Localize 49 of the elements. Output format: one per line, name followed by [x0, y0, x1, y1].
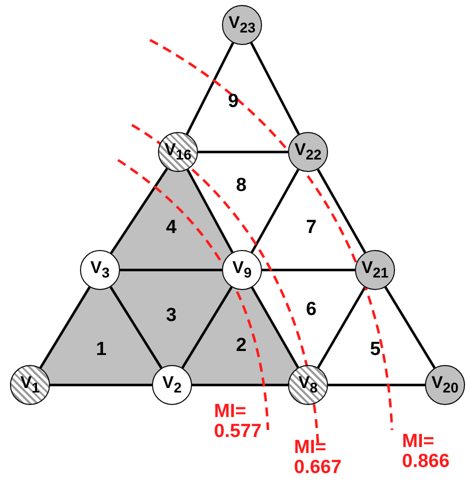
mesh-edge — [328, 384, 425, 386]
vertex-circle — [158, 132, 198, 172]
triangle-number: 3 — [166, 306, 177, 326]
triangle-number: 4 — [166, 218, 177, 238]
vertex-circle — [425, 365, 465, 405]
triangle-number: 5 — [370, 340, 381, 360]
mesh-edge — [110, 168, 168, 254]
mesh-edge — [181, 286, 233, 369]
vertex-label: V$_{9}$ — [232, 258, 252, 282]
mesh-edge — [262, 268, 355, 272]
vertex-circle — [288, 132, 328, 172]
vertex-circle — [10, 365, 50, 405]
mesh-edge — [186, 168, 234, 254]
vertex-label: V$_{23}$ — [228, 13, 256, 37]
mesh-edge — [316, 286, 366, 368]
vertex-label: V$_{22}$ — [294, 140, 322, 164]
mesh-edge — [110, 286, 162, 369]
triangle-number: 7 — [306, 218, 317, 238]
mesh-edge — [384, 286, 436, 369]
mesh-edge — [120, 268, 222, 272]
mesh-edge — [250, 286, 300, 368]
vertex-label: V$_{3}$ — [90, 258, 110, 282]
vertex-label: V$_{21}$ — [361, 258, 389, 282]
vertex-circle — [80, 250, 120, 290]
mesh-edge — [250, 42, 300, 135]
mesh-edge — [198, 150, 288, 154]
vertex-label: V$_{1}$ — [20, 373, 40, 397]
triangle-number: 8 — [236, 176, 247, 196]
vertex-label: V$_{16}$ — [164, 140, 192, 164]
vertex-label: V$_{2}$ — [162, 373, 182, 397]
value-label: MI= 0.577 — [214, 402, 263, 442]
vertex-circle — [288, 365, 328, 405]
vertex-label: V$_{20}$ — [431, 373, 459, 397]
triangle-number: 6 — [306, 300, 317, 320]
value-label: MI= 0.866 — [402, 432, 451, 472]
mesh-edge — [39, 286, 91, 369]
mesh-edge — [50, 384, 152, 386]
vertex-label: V$_{8}$ — [298, 373, 318, 397]
triangle-number: 1 — [96, 340, 107, 360]
mesh-edge — [186, 42, 234, 135]
vertex-circle — [355, 250, 395, 290]
mesh-edge — [192, 384, 288, 386]
triangle-number: 2 — [236, 336, 247, 356]
triangle-number: 9 — [228, 92, 239, 112]
mesh-edge — [316, 168, 366, 254]
vertex-circle — [222, 5, 262, 45]
mesh-edge — [250, 168, 300, 254]
vertex-circle — [152, 365, 192, 405]
value-label: MI= 0.667 — [294, 438, 343, 478]
